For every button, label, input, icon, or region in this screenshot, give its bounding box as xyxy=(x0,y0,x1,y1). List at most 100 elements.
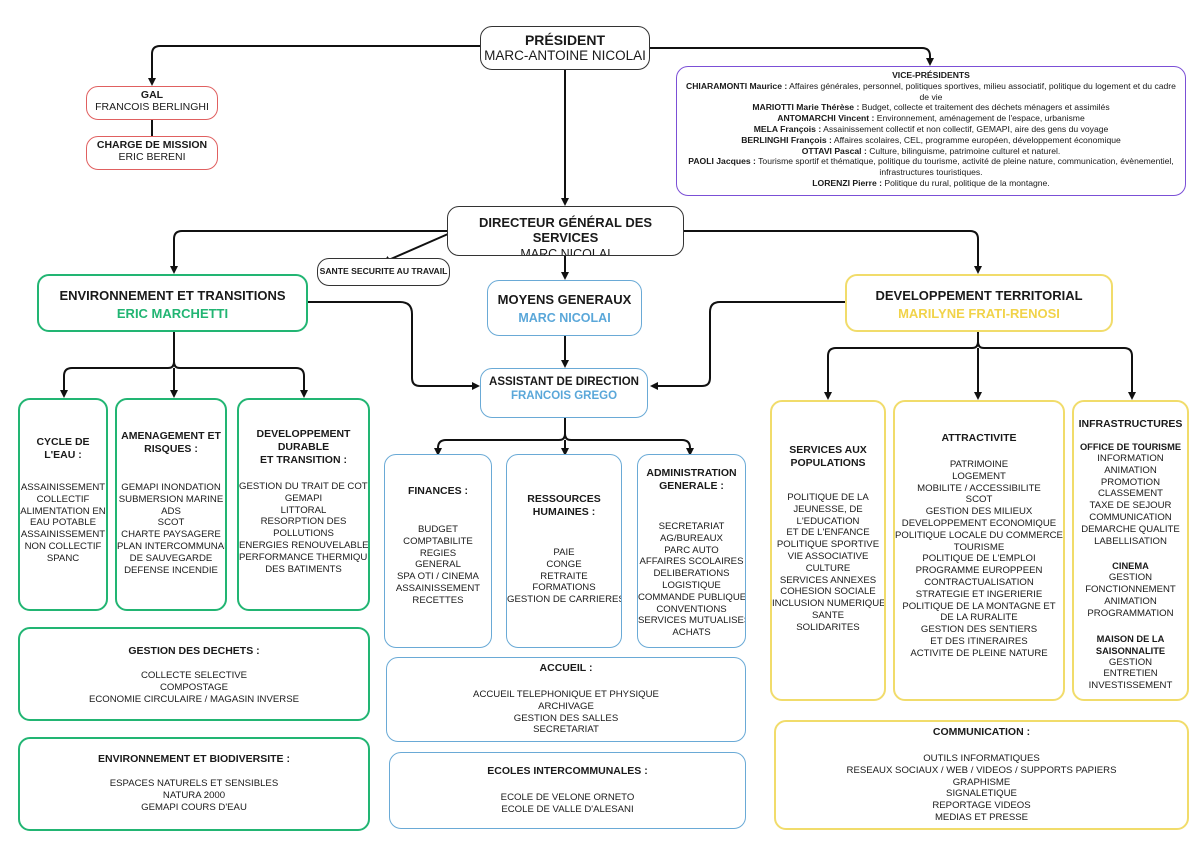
services-item: L'EDUCATION xyxy=(796,515,860,527)
vp-member: MARIOTTI Marie Thérèse : Budget, collect… xyxy=(683,102,1179,113)
biodiv-item: GEMAPI COURS D'EAU xyxy=(141,801,247,813)
infra-group-title: OFFICE DE TOURISME xyxy=(1079,442,1182,452)
rh-title-line: HUMAINES : xyxy=(532,506,596,518)
finances-item: COMPTABILITE xyxy=(403,535,473,547)
infra-group-item: GESTION xyxy=(1108,572,1153,584)
accueil-item: SECRETARIAT xyxy=(533,724,599,736)
dechets-item: COMPOSTAGE xyxy=(159,681,229,693)
moyens-name: MARC NICOLAI xyxy=(518,311,611,325)
vp-member: MELA François : Assainissement collectif… xyxy=(683,124,1179,135)
vp-member: CHIARAMONTI Maurice : Affaires générales… xyxy=(683,81,1179,103)
infra-group-item: LABELLISATION xyxy=(1094,535,1167,547)
infra-group-item: DEMARCHE QUALITE xyxy=(1081,523,1180,535)
rh-item: GESTION DE CARRIERES xyxy=(507,594,622,606)
ecoles-item: ECOLE DE VALLE D'ALESANI xyxy=(501,803,634,815)
vp-box: VICE-PRÉSIDENTS CHIARAMONTI Maurice : Af… xyxy=(676,66,1186,196)
communication-title: COMMUNICATION : xyxy=(932,726,1031,738)
accueil-item: ARCHIVAGE xyxy=(538,700,594,712)
attract-item: POLITIQUE DE L'EMPLOI xyxy=(922,553,1036,565)
moyens-title: MOYENS GENERAUX xyxy=(497,292,632,307)
attract-item: PROGRAMME EUROPPEEN xyxy=(915,565,1043,577)
dev-name: MARILYNE FRATI-RENOSI xyxy=(898,306,1060,321)
services-item: SANTE xyxy=(812,609,844,621)
attract-item: MOBILITE / ACCESSIBILITE xyxy=(917,482,1041,494)
biodiv-item: NATURA 2000 xyxy=(162,789,226,801)
charge-title: CHARGE DE MISSION xyxy=(96,139,208,151)
sst-box: SANTE SECURITE AU TRAVAIL xyxy=(317,258,450,286)
infra-group-title: MAISON DE LA xyxy=(1096,633,1165,644)
amenagement-title-line: RISQUES : xyxy=(144,443,198,455)
attract-item: POLITIQUE LOCALE DU COMMERCE xyxy=(895,529,1063,541)
amenagement-item: DEFENSE INCENDIE xyxy=(124,564,218,576)
communication-item: MEDIAS ET PRESSE xyxy=(934,811,1029,823)
infra-group-item: ANIMATION xyxy=(1104,595,1157,607)
services-item: POLITIQUE SPORTIVE xyxy=(776,539,880,551)
admin-title-line: ADMINISTRATION xyxy=(646,467,737,479)
cycle-title-line: L'EAU : xyxy=(44,449,82,461)
infra-group-item: FONCTIONNEMENT xyxy=(1085,584,1176,596)
vp-member-role: Budget, collecte et traitement des déche… xyxy=(861,102,1110,113)
cycle-item: EAU POTABLE xyxy=(30,517,96,529)
moyens-box: MOYENS GENERAUX MARC NICOLAI xyxy=(487,280,642,336)
attract-item: PATRIMOINE xyxy=(949,459,1009,470)
vp-member-name: OTTAVI Pascal : xyxy=(801,145,867,156)
cycle-title-line: CYCLE DE xyxy=(36,436,90,448)
infra-group-title: CINEMA xyxy=(1112,561,1149,572)
finances-title-line: FINANCES : xyxy=(407,485,469,497)
amenagement-title-line: AMENAGEMENT ET xyxy=(121,430,221,442)
infra-group-item: INVESTISSEMENT xyxy=(1088,680,1173,692)
amenagement-item: ADS xyxy=(161,505,181,517)
charge-name: ERIC BERENI xyxy=(118,151,186,163)
attract-title-line: ATTRACTIVITE xyxy=(941,432,1017,444)
devdurable-item: DES BATIMENTS xyxy=(265,563,342,575)
env-box: ENVIRONNEMENT ET TRANSITIONS ERIC MARCHE… xyxy=(37,274,308,332)
devdurable-item: LITTORAL xyxy=(280,504,327,516)
admin-item: PARC AUTO xyxy=(664,544,719,556)
vp-member-name: MARIOTTI Marie Thérèse : xyxy=(752,102,860,113)
attract-item: CONTRACTUALISATION xyxy=(924,576,1034,588)
biodiversite-box: ENVIRONNEMENT ET BIODIVERSITE :ESPACES N… xyxy=(18,737,370,831)
rh-item: FORMATIONS xyxy=(532,582,596,594)
attract-item: GESTION DES MILIEUX xyxy=(925,506,1033,518)
admin-item: SERVICES MUTUALISES xyxy=(638,615,746,627)
infrastructures-title: INFRASTRUCTURES xyxy=(1078,418,1183,430)
infra-group-item: GESTION xyxy=(1108,656,1153,668)
amenagement-item: SUBMERSION MARINE xyxy=(118,493,224,505)
vp-member: ANTOMARCHI Vincent : Environnement, amén… xyxy=(683,113,1179,124)
infra-group-item: COMMUNICATION xyxy=(1089,511,1172,523)
env-title: ENVIRONNEMENT ET TRANSITIONS xyxy=(59,288,286,303)
assistant-name: FRANCOIS GREGO xyxy=(510,390,618,402)
env-name: ERIC MARCHETTI xyxy=(116,306,229,321)
charge-box: CHARGE DE MISSION ERIC BERENI xyxy=(86,136,218,170)
amenagement-item: SCOT xyxy=(157,517,185,529)
dgs-title: DIRECTEUR GÉNÉRAL DES SERVICES xyxy=(478,215,653,245)
dechets-title: GESTION DES DECHETS : xyxy=(128,645,260,657)
devdurable-title-line: ET TRANSITION : xyxy=(260,454,347,466)
dgs-name: MARC NICOLAI xyxy=(520,247,611,256)
services-item: INCLUSION NUMERIQUE xyxy=(772,598,886,610)
dechets-item: ECONOMIE CIRCULAIRE / MAGASIN INVERSE xyxy=(88,693,300,705)
finances-item: BUDGET xyxy=(418,524,458,535)
services-item: SERVICES ANNEXES xyxy=(779,574,877,586)
attract-item: DE LA RURALITE xyxy=(940,612,1018,624)
amenagement-item: PLAN INTERCOMMUNAL xyxy=(117,540,227,552)
devdurable-item: POLLUTIONS xyxy=(273,528,334,540)
infra-group-item: INFORMATION xyxy=(1097,453,1164,464)
biodiv-item: ESPACES NATURELS ET SENSIBLES xyxy=(109,778,279,789)
vp-member-name: BERLINGHI François : xyxy=(741,134,832,145)
vp-member-name: CHIARAMONTI Maurice : xyxy=(686,80,788,91)
ecoles-box: ECOLES INTERCOMMUNALES :ECOLE DE VELONE … xyxy=(389,752,746,829)
